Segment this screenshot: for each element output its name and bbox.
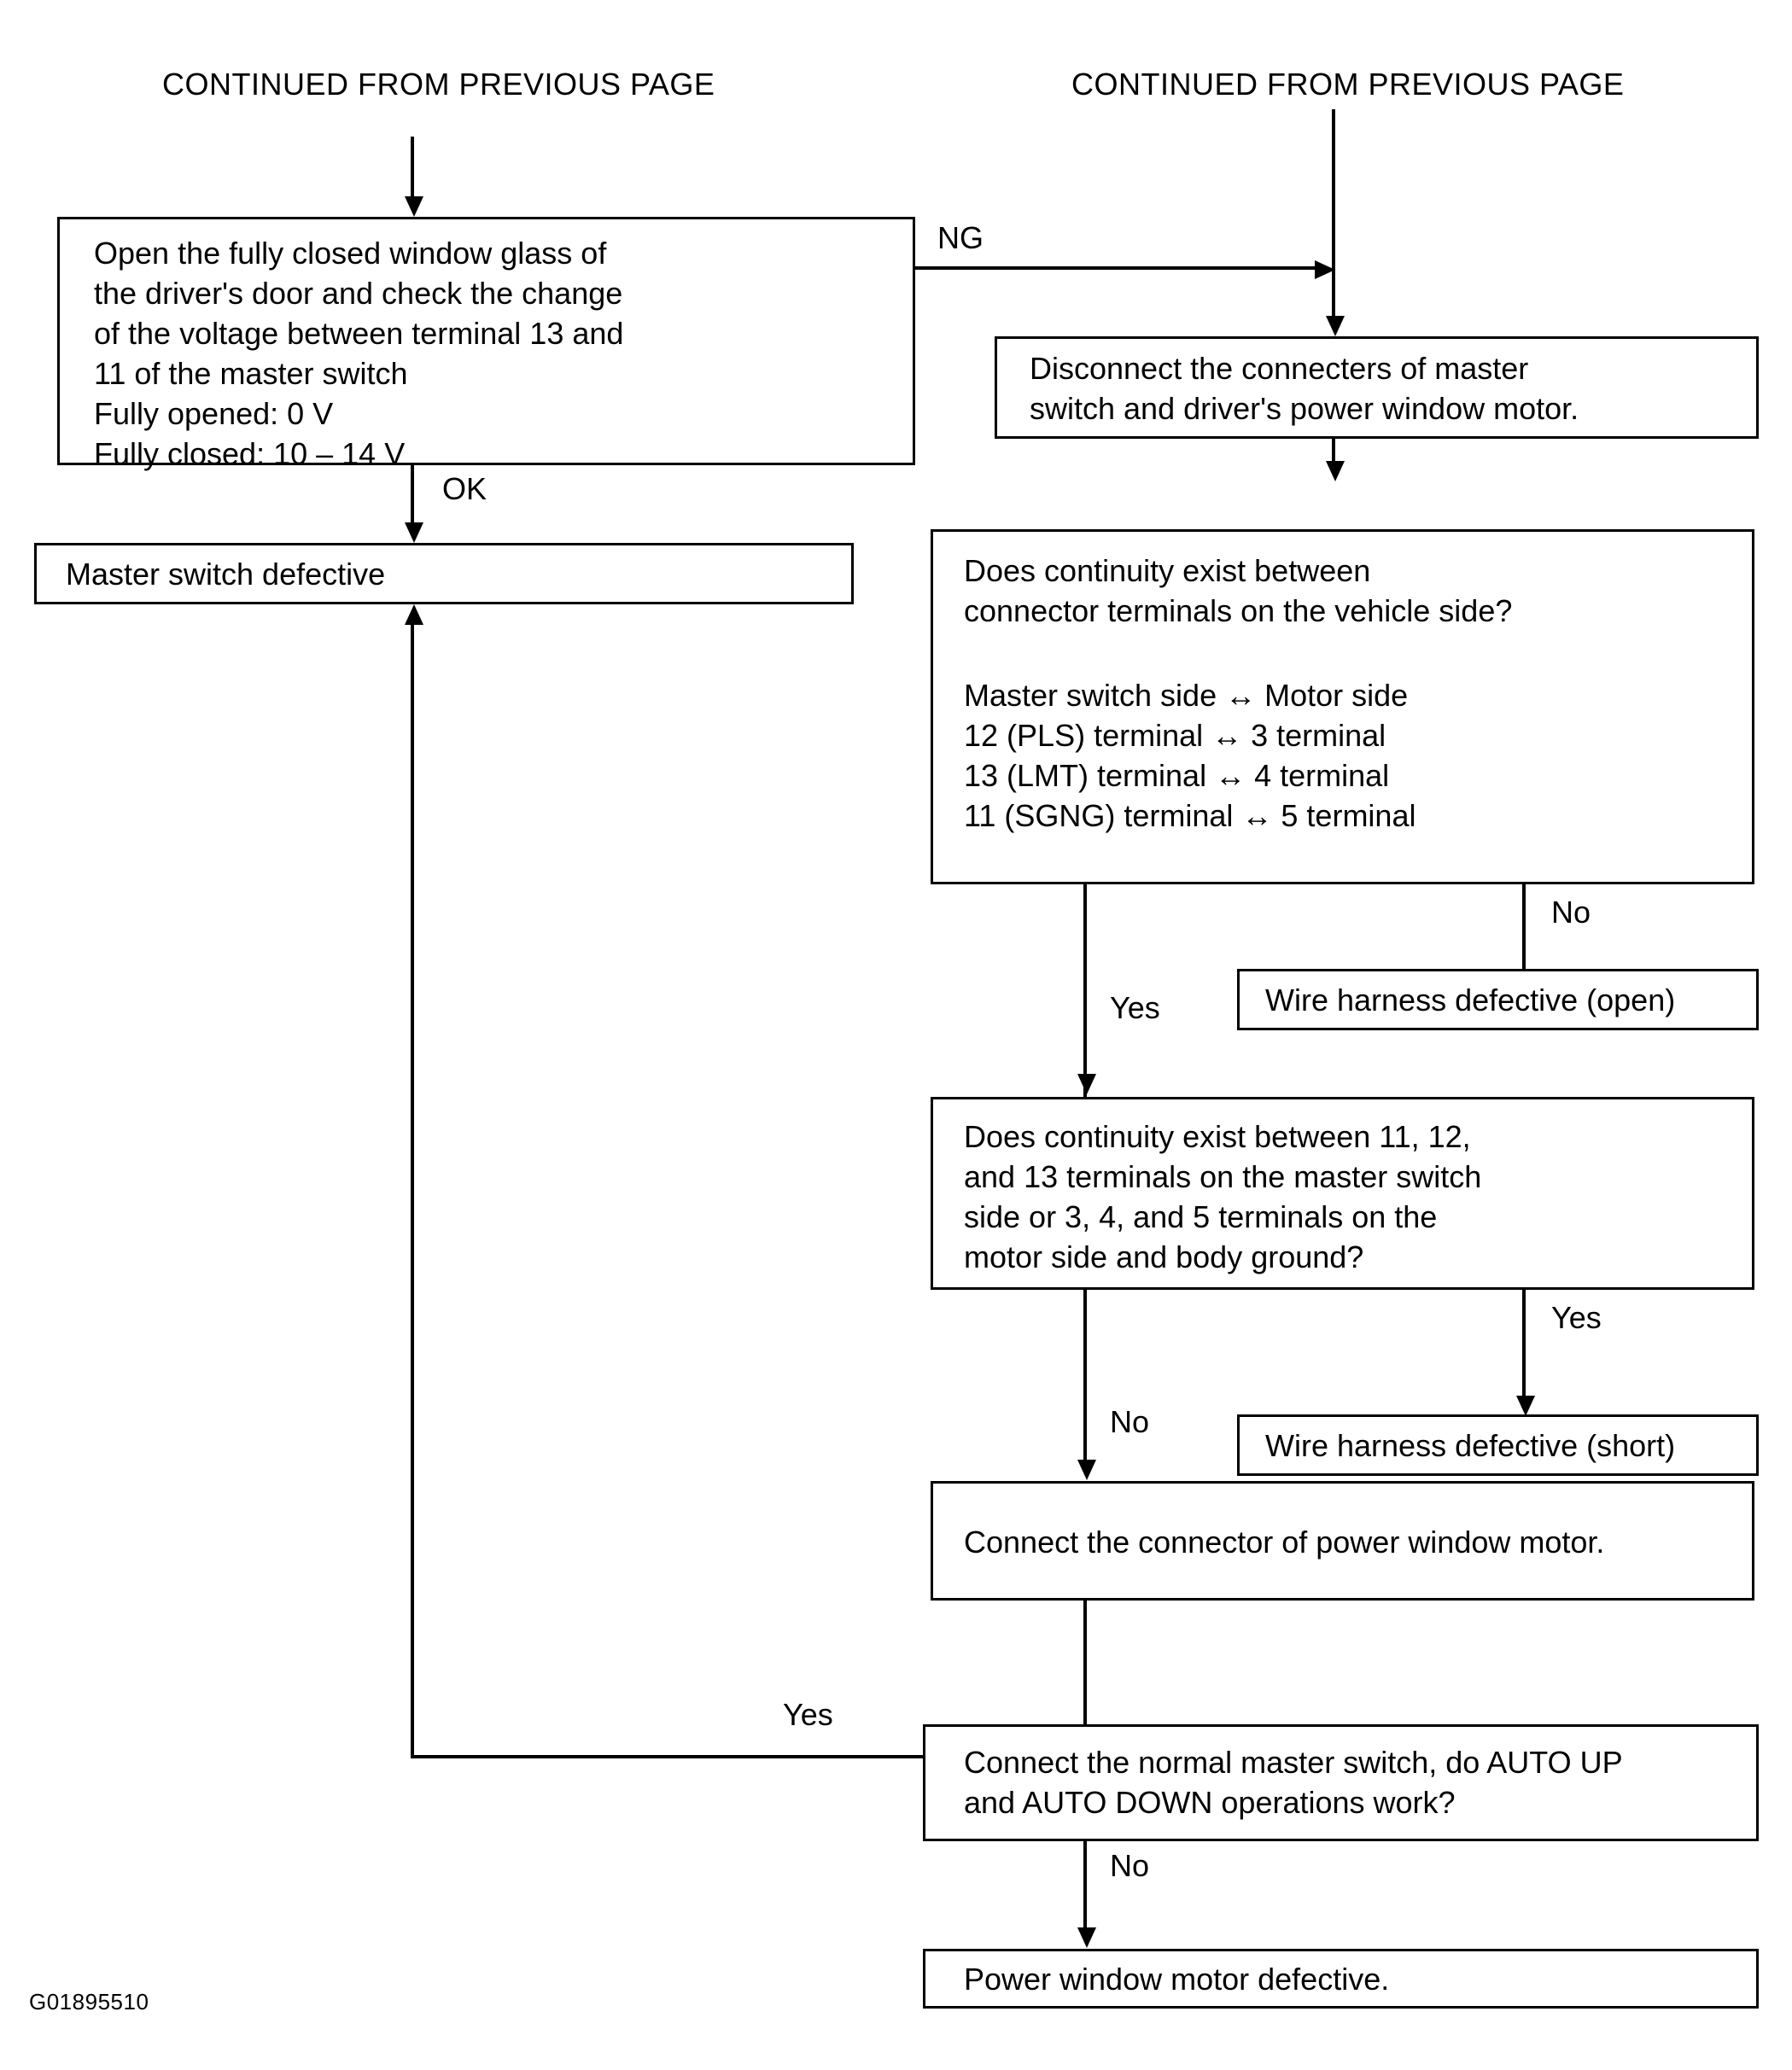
arrow-disconnect-to-continuity-icon (1326, 461, 1345, 481)
connector-motor-to-auto-ops (1083, 1601, 1087, 1761)
box-disconnect-connectors: Disconnect the connecters of master swit… (995, 336, 1759, 439)
edge-label-no-body-ground: No (1110, 1404, 1150, 1439)
edge-label-ok: OK (442, 471, 487, 506)
connector-yes-body-ground-vertical (1522, 1290, 1526, 1401)
box-connect-motor-connector: Connect the connector of power window mo… (931, 1481, 1754, 1601)
box-harness-defective-open-text: Wire harness defective (open) (1265, 983, 1676, 1018)
box-motor-defective: Power window motor defective. (923, 1949, 1759, 2009)
connector-right-header-to-disconnect-lower (1332, 271, 1335, 323)
arrow-left-header-to-check-icon (405, 196, 423, 217)
box-check-voltage: Open the fully closed window glass of th… (57, 217, 915, 471)
edge-label-no-vehicle-side: No (1551, 895, 1591, 930)
box-connect-motor-connector-text: Connect the connector of power window mo… (964, 1525, 1605, 1560)
box-master-switch-defective: Master switch defective (34, 543, 854, 604)
box-continuity-vehicle-side-detail-text: Master switch side ↔ Motor side 12 (PLS)… (964, 678, 1416, 833)
arrow-ng-to-right-column-icon (1315, 260, 1335, 279)
connector-right-header-to-disconnect-upper (1332, 109, 1335, 271)
arrow-no-auto-ops-icon (1077, 1927, 1096, 1948)
box-check-voltage-text: Open the fully closed window glass of th… (94, 236, 624, 471)
box-harness-defective-short-text: Wire harness defective (short) (1265, 1428, 1676, 1463)
box-harness-defective-short: Wire harness defective (short) (1237, 1414, 1759, 1476)
arrow-to-disconnect-icon (1326, 316, 1345, 336)
edge-label-ng: NG (937, 220, 984, 255)
box-continuity-body-ground: Does continuity exist between 11, 12, an… (931, 1097, 1754, 1290)
connector-ok-vertical (411, 465, 414, 527)
connector-yes-vehicle-side-vertical (1083, 884, 1087, 1098)
box-continuity-vehicle-side: Does continuity exist between connector … (931, 529, 1754, 884)
edge-label-yes-body-ground: Yes (1551, 1300, 1602, 1335)
connector-no-vehicle-side-vertical (1522, 884, 1526, 1000)
arrow-feedback-to-master-switch-defective-icon (405, 604, 423, 625)
connector-no-auto-ops-vertical (1083, 1841, 1087, 1933)
box-harness-defective-open: Wire harness defective (open) (1237, 969, 1759, 1030)
box-connect-normal-master-switch: Connect the normal master switch, do AUT… (923, 1724, 1759, 1841)
connector-disconnect-to-continuity (1332, 439, 1335, 466)
box-continuity-vehicle-side-text: Does continuity exist between connector … (964, 553, 1513, 628)
box-disconnect-connectors-text: Disconnect the connecters of master swit… (1030, 351, 1579, 426)
edge-label-yes-auto-ops: Yes (783, 1697, 833, 1732)
arrow-no-body-ground-icon (1077, 1460, 1096, 1480)
box-continuity-body-ground-text: Does continuity exist between 11, 12, an… (964, 1119, 1482, 1274)
arrow-ok-to-master-switch-defective-icon (405, 522, 423, 543)
arrow-yes-body-ground-icon (1516, 1396, 1535, 1416)
connector-feedback-horizontal (411, 1755, 923, 1758)
connector-feedback-vertical (411, 623, 414, 1758)
edge-label-yes-vehicle-side: Yes (1110, 990, 1160, 1025)
header-continued-right: CONTINUED FROM PREVIOUS PAGE (1071, 67, 1625, 102)
box-master-switch-defective-text: Master switch defective (66, 557, 386, 592)
connector-no-body-ground-vertical (1083, 1290, 1087, 1465)
box-motor-defective-text: Power window motor defective. (964, 1962, 1390, 1997)
header-continued-left: CONTINUED FROM PREVIOUS PAGE (162, 67, 715, 102)
connector-ng-horizontal (915, 266, 1323, 270)
figure-code: G01895510 (29, 1989, 149, 2015)
connector-left-header-to-check (411, 137, 414, 198)
box-connect-normal-master-switch-text: Connect the normal master switch, do AUT… (964, 1745, 1623, 1820)
arrow-yes-vehicle-side-icon (1077, 1074, 1096, 1094)
edge-label-no-auto-ops: No (1110, 1848, 1150, 1883)
